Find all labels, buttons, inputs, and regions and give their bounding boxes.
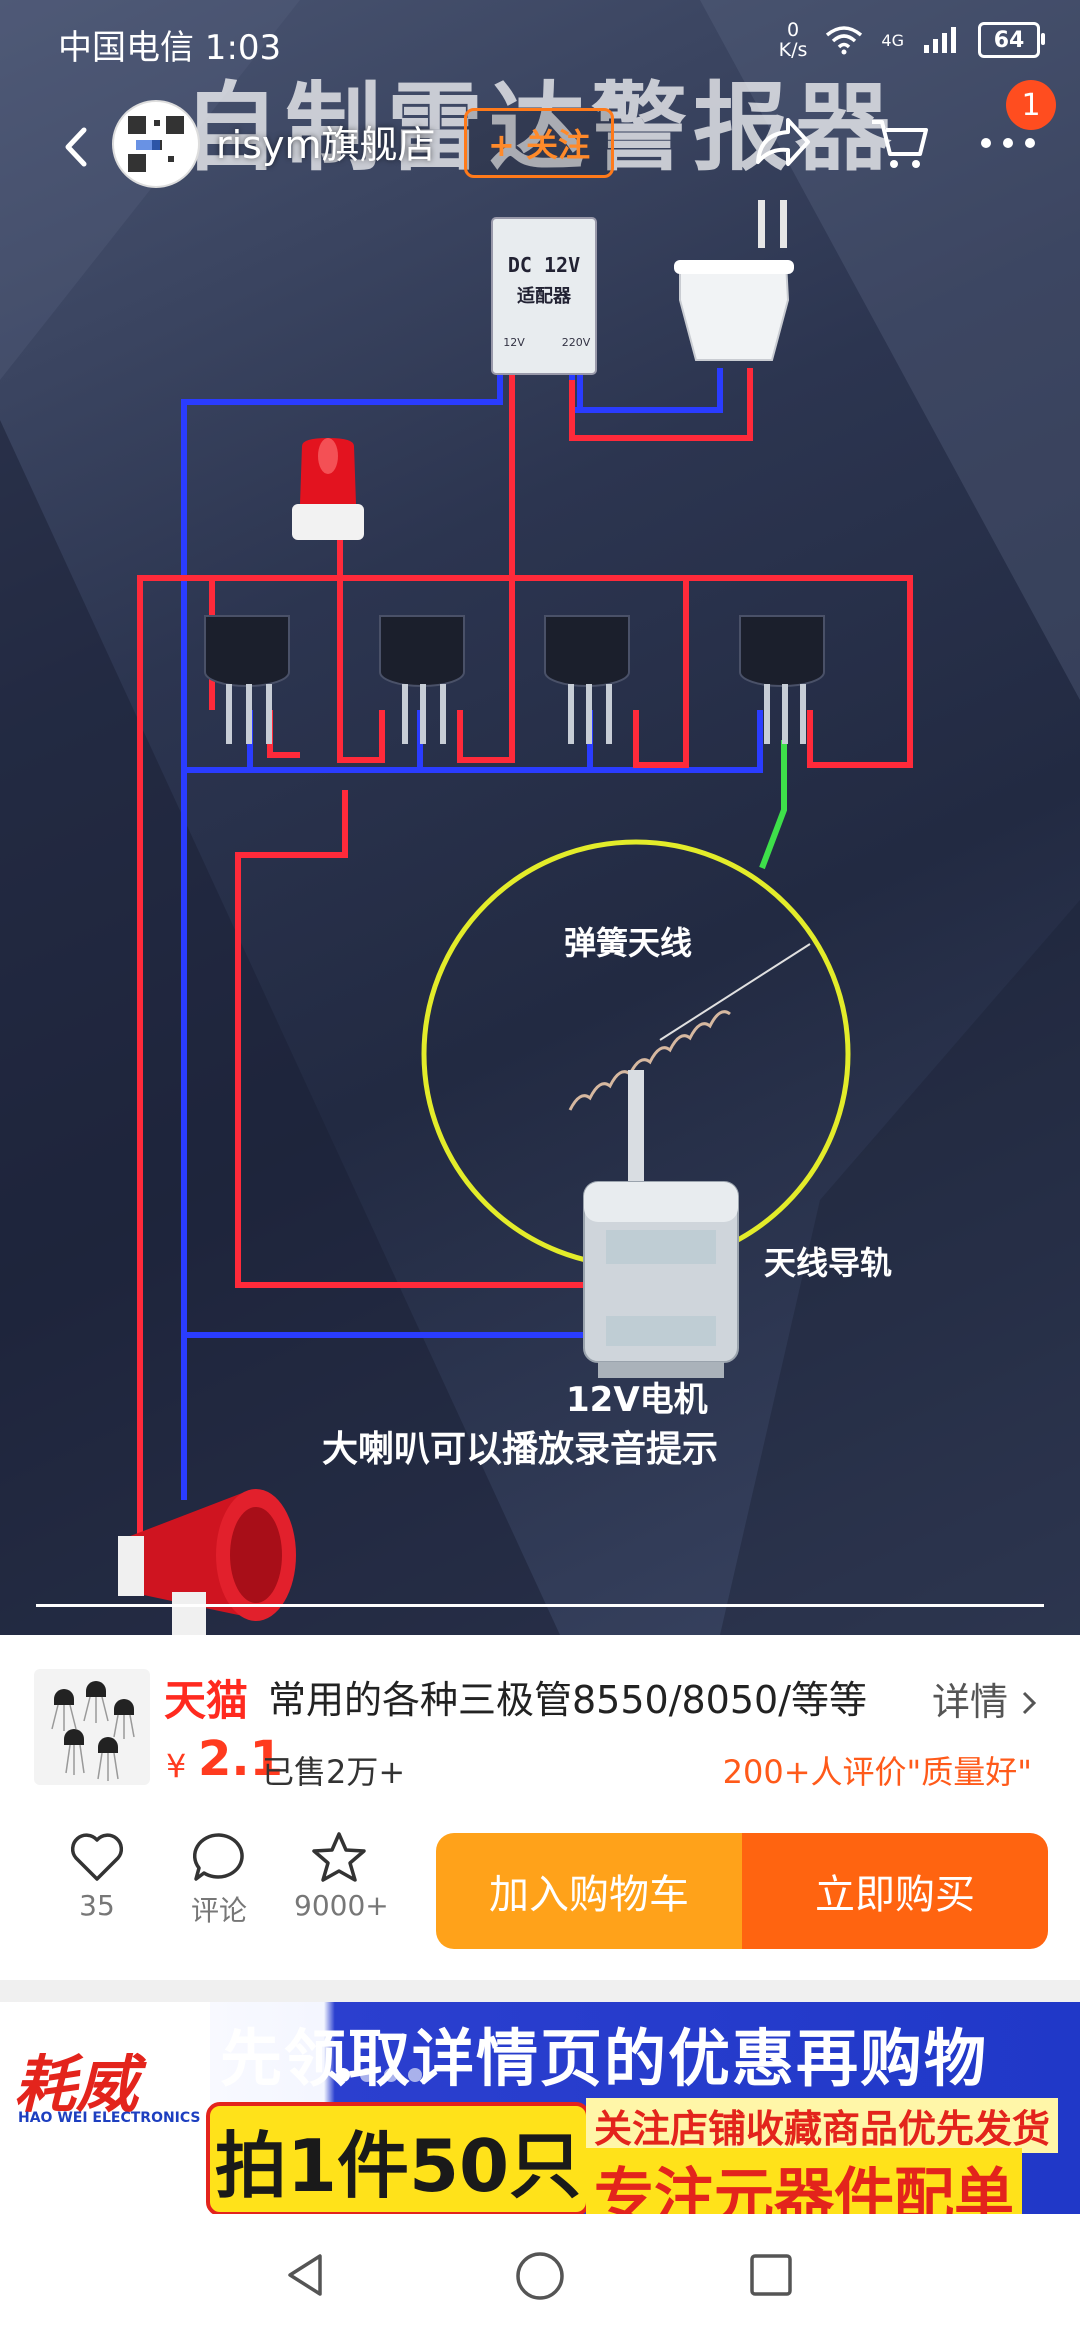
product-title[interactable]: 常用的各种三极管8550/8050/等等 bbox=[268, 1678, 868, 1722]
chevron-right-icon bbox=[1023, 1691, 1037, 1715]
sold-count: 已售2万+ bbox=[262, 1753, 406, 1791]
comment-button[interactable]: 评论 bbox=[174, 1831, 264, 1929]
ad-subline-2: 专注元器件配单 bbox=[586, 2148, 1022, 2214]
product-thumbnail[interactable] bbox=[34, 1669, 150, 1785]
add-to-cart-button[interactable]: 加入购物车 bbox=[436, 1833, 742, 1949]
review-summary[interactable]: 200+人评价"质量好" bbox=[722, 1753, 1032, 1791]
favorite-count: 9000+ bbox=[294, 1889, 389, 1922]
ad-headline: 先领取详情页的优惠再购物 bbox=[220, 2022, 989, 2095]
share-icon[interactable] bbox=[750, 112, 812, 174]
motor bbox=[583, 1181, 739, 1378]
shop-header: risym旗舰店 + 关注 1 bbox=[0, 80, 1080, 210]
price: 2.1 bbox=[198, 1731, 284, 1787]
status-bar: 中国电信 1:03 0 K/s 4G 64 bbox=[0, 14, 1080, 74]
svg-text:适配器: 适配器 bbox=[517, 286, 572, 307]
transistor-image bbox=[51, 1681, 135, 1781]
ad-carousel-dots bbox=[336, 2068, 422, 2082]
spring-antenna bbox=[568, 943, 811, 1111]
svg-text:DC 12V: DC 12V bbox=[508, 253, 580, 277]
platform-tag: 天猫 bbox=[164, 1676, 249, 1725]
ad-big-offer: 拍1件50只 bbox=[206, 2102, 590, 2214]
power-plug bbox=[674, 200, 794, 361]
label-motor: 12V电机 bbox=[566, 1380, 708, 1420]
ad-brand-sub: HAO WEI ELECTRONICS bbox=[18, 2110, 201, 2126]
video-player[interactable]: DC 12V 适配器 12V 220V bbox=[0, 0, 1080, 1635]
cart-badge: 1 bbox=[1006, 80, 1056, 130]
shop-name[interactable]: risym旗舰店 bbox=[216, 123, 436, 167]
alarm-light bbox=[292, 438, 364, 540]
ad-subline-1: 关注店铺收藏商品优先发货 bbox=[586, 2098, 1059, 2153]
wifi-icon bbox=[826, 26, 863, 55]
svg-text:220V: 220V bbox=[562, 336, 591, 349]
more-icon[interactable] bbox=[976, 128, 1040, 158]
ad-brand-logo: 耗威 bbox=[14, 2048, 139, 2121]
megaphone bbox=[118, 1489, 296, 1635]
shop-avatar[interactable] bbox=[112, 100, 200, 188]
video-progress-bar[interactable] bbox=[36, 1604, 1044, 1607]
ad-logo-box: 耗威 HAO WEI ELECTRONICS bbox=[0, 2002, 210, 2214]
sensor-2 bbox=[379, 615, 465, 687]
star-icon bbox=[312, 1832, 366, 1882]
carrier-time: 中国电信 1:03 bbox=[58, 28, 282, 68]
sensor-1 bbox=[204, 615, 290, 687]
label-speaker: 大喇叭可以播放录音提示 bbox=[322, 1429, 719, 1470]
like-button[interactable]: 35 bbox=[52, 1831, 142, 1922]
adapter bbox=[491, 217, 597, 375]
details-link[interactable]: 详情 bbox=[932, 1671, 1038, 1726]
buy-now-button[interactable]: 立即购买 bbox=[742, 1833, 1048, 1949]
sensor-4 bbox=[739, 615, 825, 687]
nav-home-icon[interactable] bbox=[514, 2250, 566, 2302]
nav-recent-icon[interactable] bbox=[746, 2250, 796, 2300]
system-nav-bar bbox=[0, 2214, 1080, 2340]
product-card[interactable]: 天猫 常用的各种三极管8550/8050/等等 详情 ¥ 2.1 已售2万+ 2… bbox=[0, 1635, 1080, 1980]
comment-label: 评论 bbox=[190, 1894, 247, 1927]
video-overlay-title: 自制雷达警报器 bbox=[183, 72, 897, 184]
follow-button[interactable]: + 关注 bbox=[464, 108, 614, 178]
network-type: 4G bbox=[881, 30, 904, 50]
comment-icon bbox=[192, 1833, 244, 1881]
favorite-button[interactable]: 9000+ bbox=[294, 1831, 389, 1922]
heart-icon bbox=[70, 1833, 124, 1881]
battery-indicator: 64 bbox=[978, 22, 1045, 58]
nav-back-icon[interactable] bbox=[282, 2250, 332, 2300]
circuit-diagram: DC 12V 适配器 12V 220V bbox=[0, 0, 1080, 1635]
like-count: 35 bbox=[79, 1889, 115, 1922]
signal-icon bbox=[924, 27, 956, 53]
label-rail: 天线导轨 bbox=[764, 1244, 893, 1282]
cart-icon[interactable] bbox=[868, 112, 930, 174]
currency-symbol: ¥ bbox=[166, 1747, 187, 1785]
svg-text:12V: 12V bbox=[503, 336, 525, 349]
ad-banner[interactable]: 耗威 HAO WEI ELECTRONICS 先领取详情页的优惠再购物 拍1件5… bbox=[0, 2002, 1080, 2214]
label-antenna: 弹簧天线 bbox=[564, 924, 693, 962]
back-icon[interactable] bbox=[52, 122, 102, 172]
sensor-3 bbox=[544, 615, 630, 687]
net-speed: 0 K/s bbox=[778, 19, 808, 61]
section-divider bbox=[0, 1980, 1080, 2002]
